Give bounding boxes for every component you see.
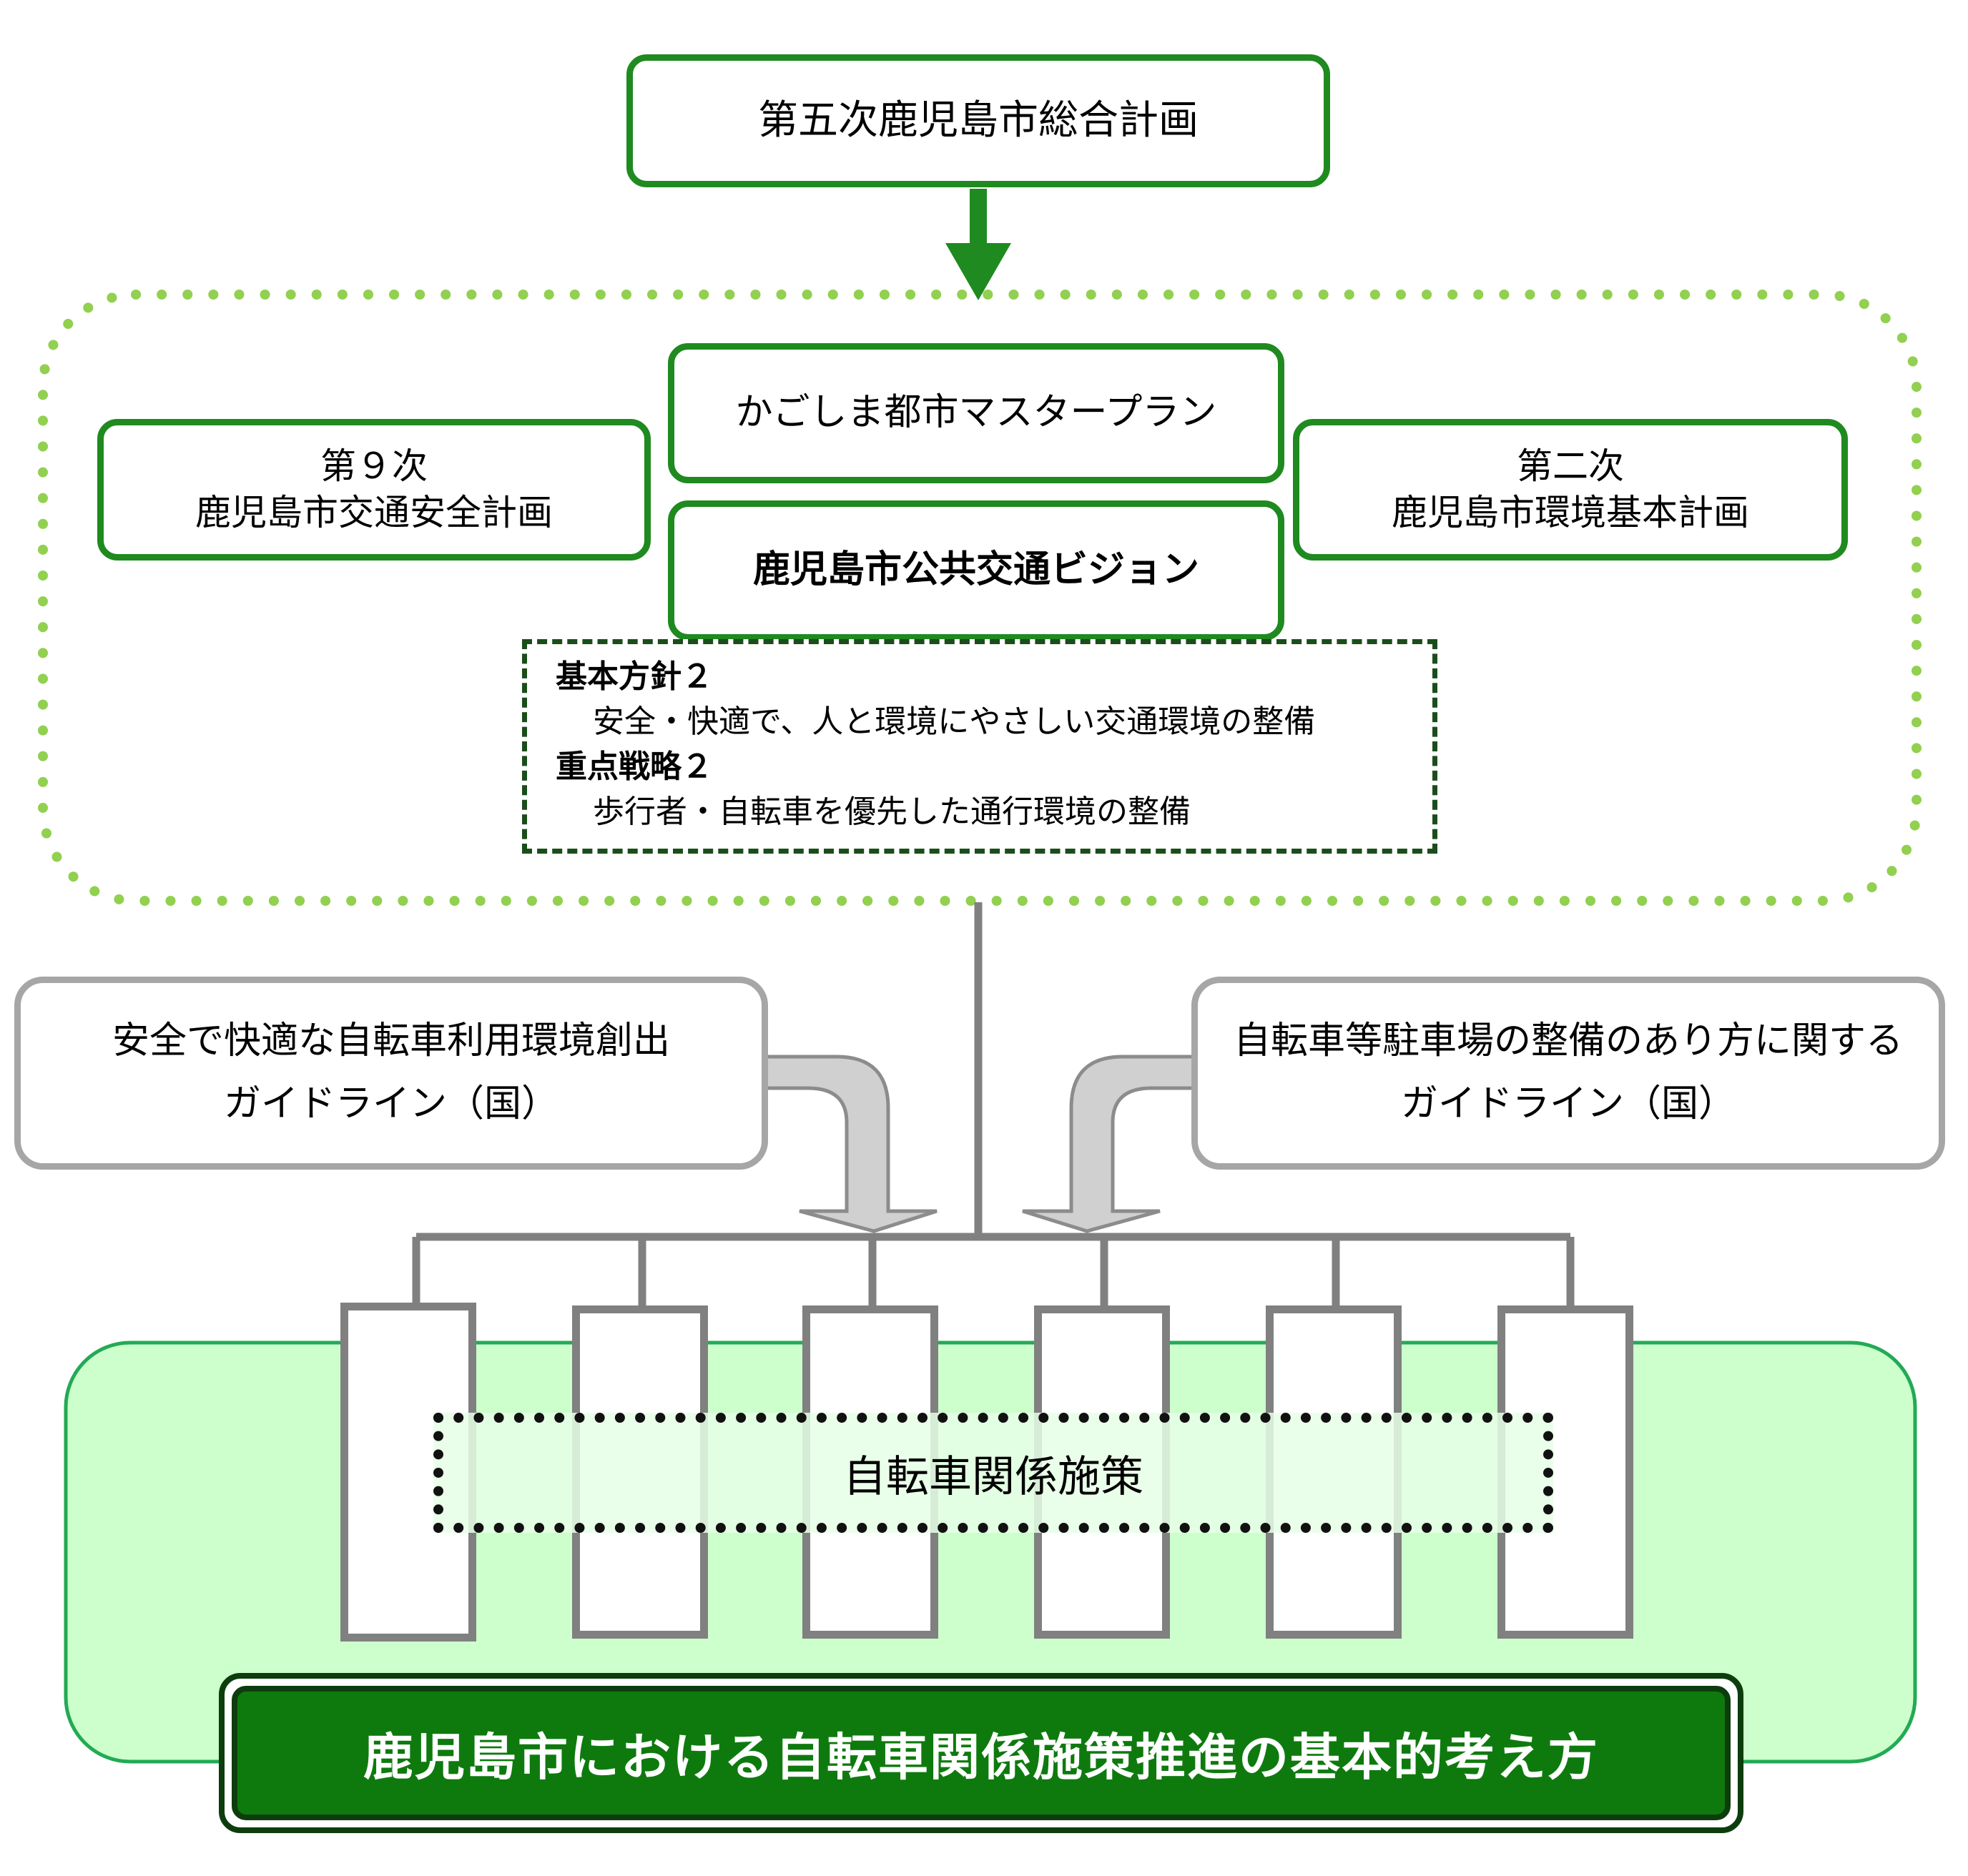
pillar-1 (340, 1303, 476, 1642)
basic-approach-title: 鹿児島市における自転車関係施策推進の基本的考え方 (232, 1686, 1731, 1820)
left-guideline-arrow (760, 1055, 938, 1233)
public-transport-vision-label: 鹿児島市公共交通ビジョン (752, 548, 1199, 592)
policy-text-basic: 安全・快適で、人と環境にやさしい交通環境の整備 (593, 704, 1316, 740)
general-plan-box: 第五次鹿児島市総合計画 (626, 54, 1330, 187)
guideline-right-line1: 自転車等駐車場の整備のあり方に関する (1233, 1020, 1903, 1063)
down-arrow (945, 189, 1011, 300)
policy-heading-strategy: 重点戦略２ (556, 749, 713, 785)
policy-box: 基本方針２ 安全・快適で、人と環境にやさしい交通環境の整備 重点戦略２ 歩行者・… (522, 639, 1437, 854)
environment-plan-box: 第二次 鹿児島市環境基本計画 (1293, 419, 1848, 561)
guideline-right-box: 自転車等駐車場の整備のあり方に関する ガイドライン（国） (1191, 977, 1945, 1170)
guideline-right-line2: ガイドライン（国） (1400, 1082, 1736, 1125)
traffic-safety-plan-box: 第９次 鹿児島市交通安全計画 (97, 419, 651, 561)
environment-plan-line2: 鹿児島市環境基本計画 (1392, 492, 1749, 533)
right-guideline-arrow (1022, 1055, 1199, 1233)
guideline-left-line2: ガイドライン（国） (223, 1082, 559, 1125)
traffic-safety-plan-line2: 鹿児島市交通安全計画 (195, 492, 553, 533)
plans-group-border (38, 290, 1922, 906)
bicycle-measures-box: 自転車関係施策 (433, 1413, 1553, 1533)
bicycle-measures-label: 自転車関係施策 (843, 1451, 1143, 1502)
master-plan-box: かごしま都市マスタープラン (668, 343, 1284, 483)
master-plan-label: かごしま都市マスタープラン (735, 391, 1217, 435)
general-plan-label: 第五次鹿児島市総合計画 (758, 97, 1199, 144)
policy-text-strategy: 歩行者・自転車を優先した通行環境の整備 (593, 794, 1191, 830)
basic-approach-title-label: 鹿児島市における自転車関係施策推進の基本的考え方 (363, 1727, 1599, 1787)
guideline-left-line1: 安全で快適な自転車利用環境創出 (112, 1020, 670, 1063)
guideline-left-box: 安全で快適な自転車利用環境創出 ガイドライン（国） (14, 977, 768, 1170)
environment-plan-line1: 第二次 (1517, 445, 1624, 487)
public-transport-vision-box: 鹿児島市公共交通ビジョン (668, 500, 1284, 641)
basic-approach-title-box: 鹿児島市における自転車関係施策推進の基本的考え方 (219, 1673, 1743, 1833)
policy-heading-basic: 基本方針２ (556, 658, 713, 695)
traffic-safety-plan-line1: 第９次 (320, 445, 428, 487)
connector-lines (412, 902, 1575, 1308)
